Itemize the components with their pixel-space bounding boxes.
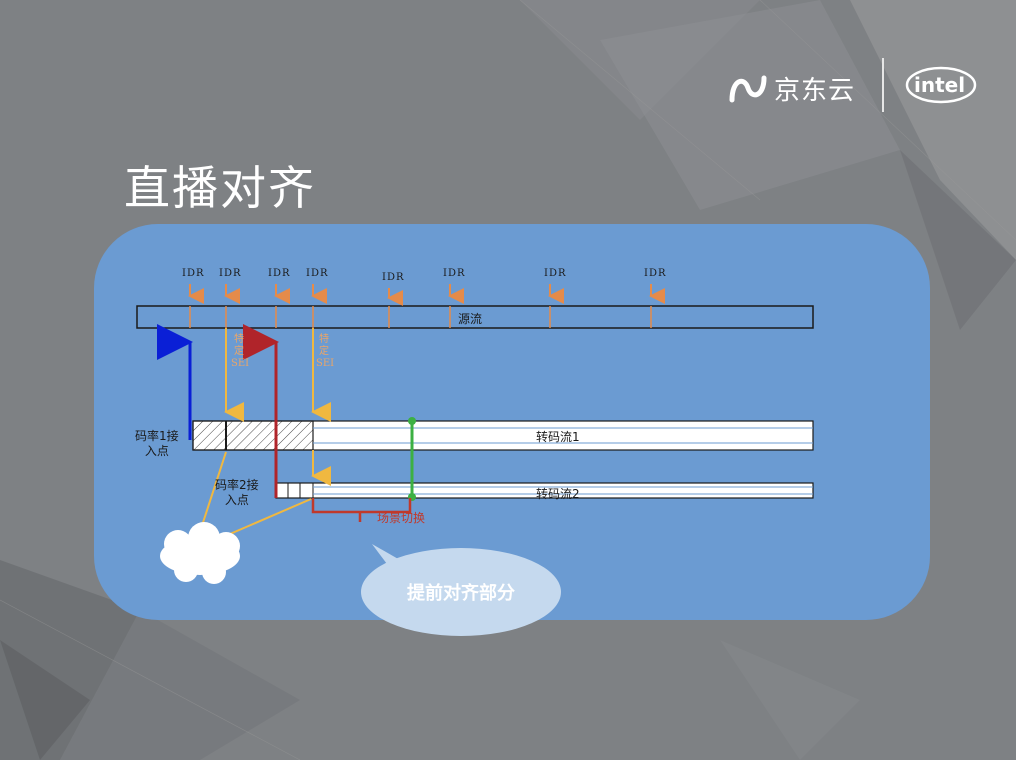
source-stream-bar — [136, 305, 814, 329]
idr-label-6: IDR — [443, 268, 466, 279]
jd-cloud-logo-text: 京东云 — [774, 76, 856, 106]
transcode-stream-1-label: 转码流1 — [536, 430, 580, 444]
jd-cloud-logo-icon — [729, 75, 767, 103]
sei-label-2: 特 定 SEI — [316, 334, 335, 369]
source-stream-label: 源流 — [458, 312, 483, 326]
bitrate2-entry-label: 码率2接 入点 — [215, 478, 259, 507]
idr-label-2: IDR — [219, 268, 242, 279]
transcode-stream-2-label: 转码流2 — [536, 487, 580, 501]
sei-label-1: 特 定 SEI — [231, 334, 250, 369]
idr-label-5: IDR — [382, 272, 405, 283]
idr-label-3: IDR — [268, 268, 291, 279]
bitrate1-entry-label: 码率1接 入点 — [135, 429, 179, 458]
idr-label-4: IDR — [306, 268, 329, 279]
logo-divider — [882, 58, 884, 112]
slide-title: 直播对齐 — [124, 161, 316, 215]
early-align-label: 提前对齐部分 — [407, 583, 515, 604]
idr-arrows — [188, 284, 665, 306]
idr-label-7: IDR — [544, 268, 567, 279]
idr-label-8: IDR — [644, 268, 667, 279]
intel-logo-icon: intel — [905, 66, 977, 104]
scene-switch-dot-top — [408, 417, 416, 425]
force-idr-line-2 — [215, 498, 312, 541]
force-idr-label: 强制IDR帧 — [172, 551, 230, 565]
idr-label-1: IDR — [182, 268, 205, 279]
intel-logo: intel — [904, 62, 978, 104]
early-align-bubble — [361, 544, 561, 636]
intel-logo-text: intel — [914, 73, 965, 97]
logo-area: 京东云 intel — [726, 58, 986, 118]
scene-switch-bracket — [311, 498, 412, 514]
force-idr-cloud — [160, 522, 240, 584]
scene-switch-label: 场景切换 — [377, 511, 426, 525]
transcode-stream-1-aligned-part — [192, 420, 314, 451]
